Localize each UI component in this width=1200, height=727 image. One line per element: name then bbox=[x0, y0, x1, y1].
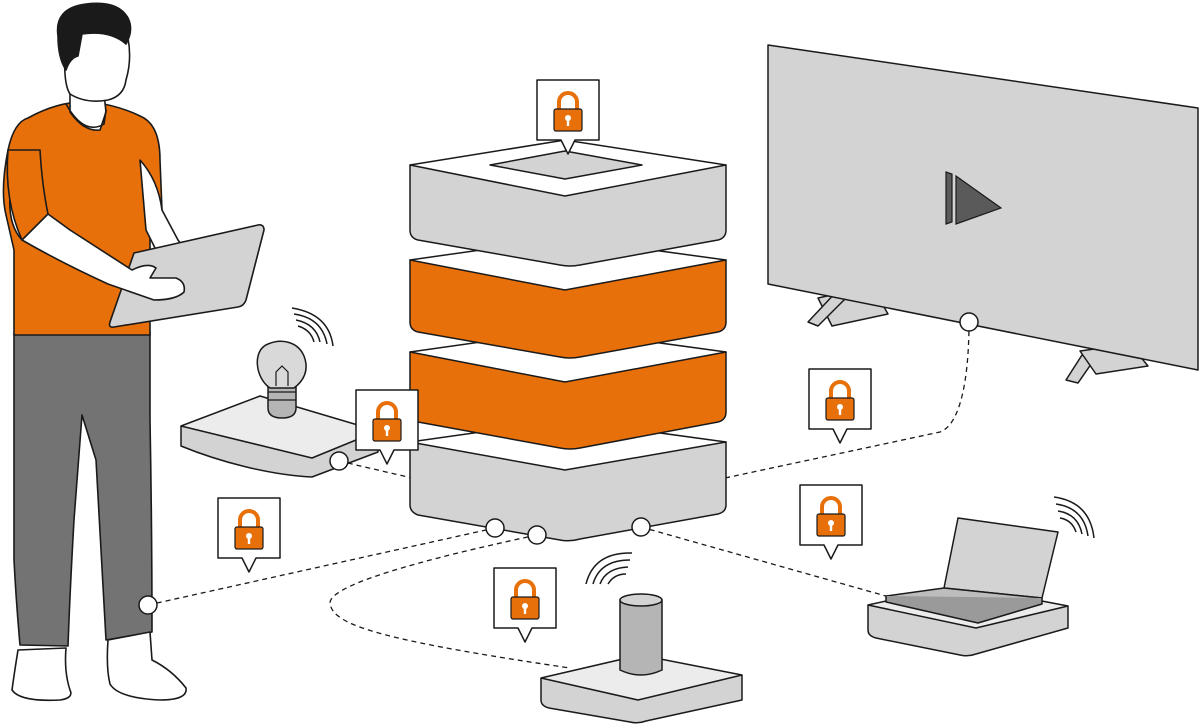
connection-person bbox=[147, 527, 496, 606]
hair bbox=[56, 2, 132, 71]
smart-speaker-device bbox=[540, 552, 743, 724]
tablet bbox=[108, 224, 265, 328]
node-person bbox=[138, 595, 158, 615]
person bbox=[2, 2, 265, 702]
smart-bulb-device bbox=[180, 307, 379, 478]
padlock-icon bbox=[807, 367, 873, 445]
connection-speaker bbox=[329, 534, 571, 669]
laptop-device bbox=[867, 496, 1095, 657]
wifi-icon bbox=[1053, 496, 1095, 539]
wifi-icon bbox=[291, 307, 334, 347]
pants bbox=[13, 331, 153, 647]
lightbulb-icon bbox=[256, 340, 307, 419]
node-hub-right bbox=[631, 517, 651, 537]
padlock-icon bbox=[216, 496, 282, 574]
hub-stack bbox=[409, 139, 727, 542]
shoe-right bbox=[106, 631, 187, 701]
shoe-left bbox=[11, 647, 72, 702]
wifi-icon bbox=[585, 552, 633, 585]
connection-nodes bbox=[138, 312, 979, 615]
speaker-icon bbox=[619, 593, 663, 676]
tv bbox=[767, 44, 1199, 384]
node-bulb bbox=[329, 451, 349, 471]
hub-layer-top bbox=[409, 139, 727, 267]
laptop-icon bbox=[885, 517, 1059, 624]
play-icon bbox=[945, 171, 1003, 225]
node-hub-middle bbox=[527, 525, 547, 545]
padlock-icon bbox=[492, 566, 558, 644]
connection-tv bbox=[724, 321, 970, 479]
connection-bulb bbox=[338, 460, 413, 479]
network-connections bbox=[147, 321, 970, 669]
node-tv bbox=[959, 312, 979, 332]
padlock-icon bbox=[798, 483, 864, 561]
node-hub-left bbox=[485, 518, 505, 538]
